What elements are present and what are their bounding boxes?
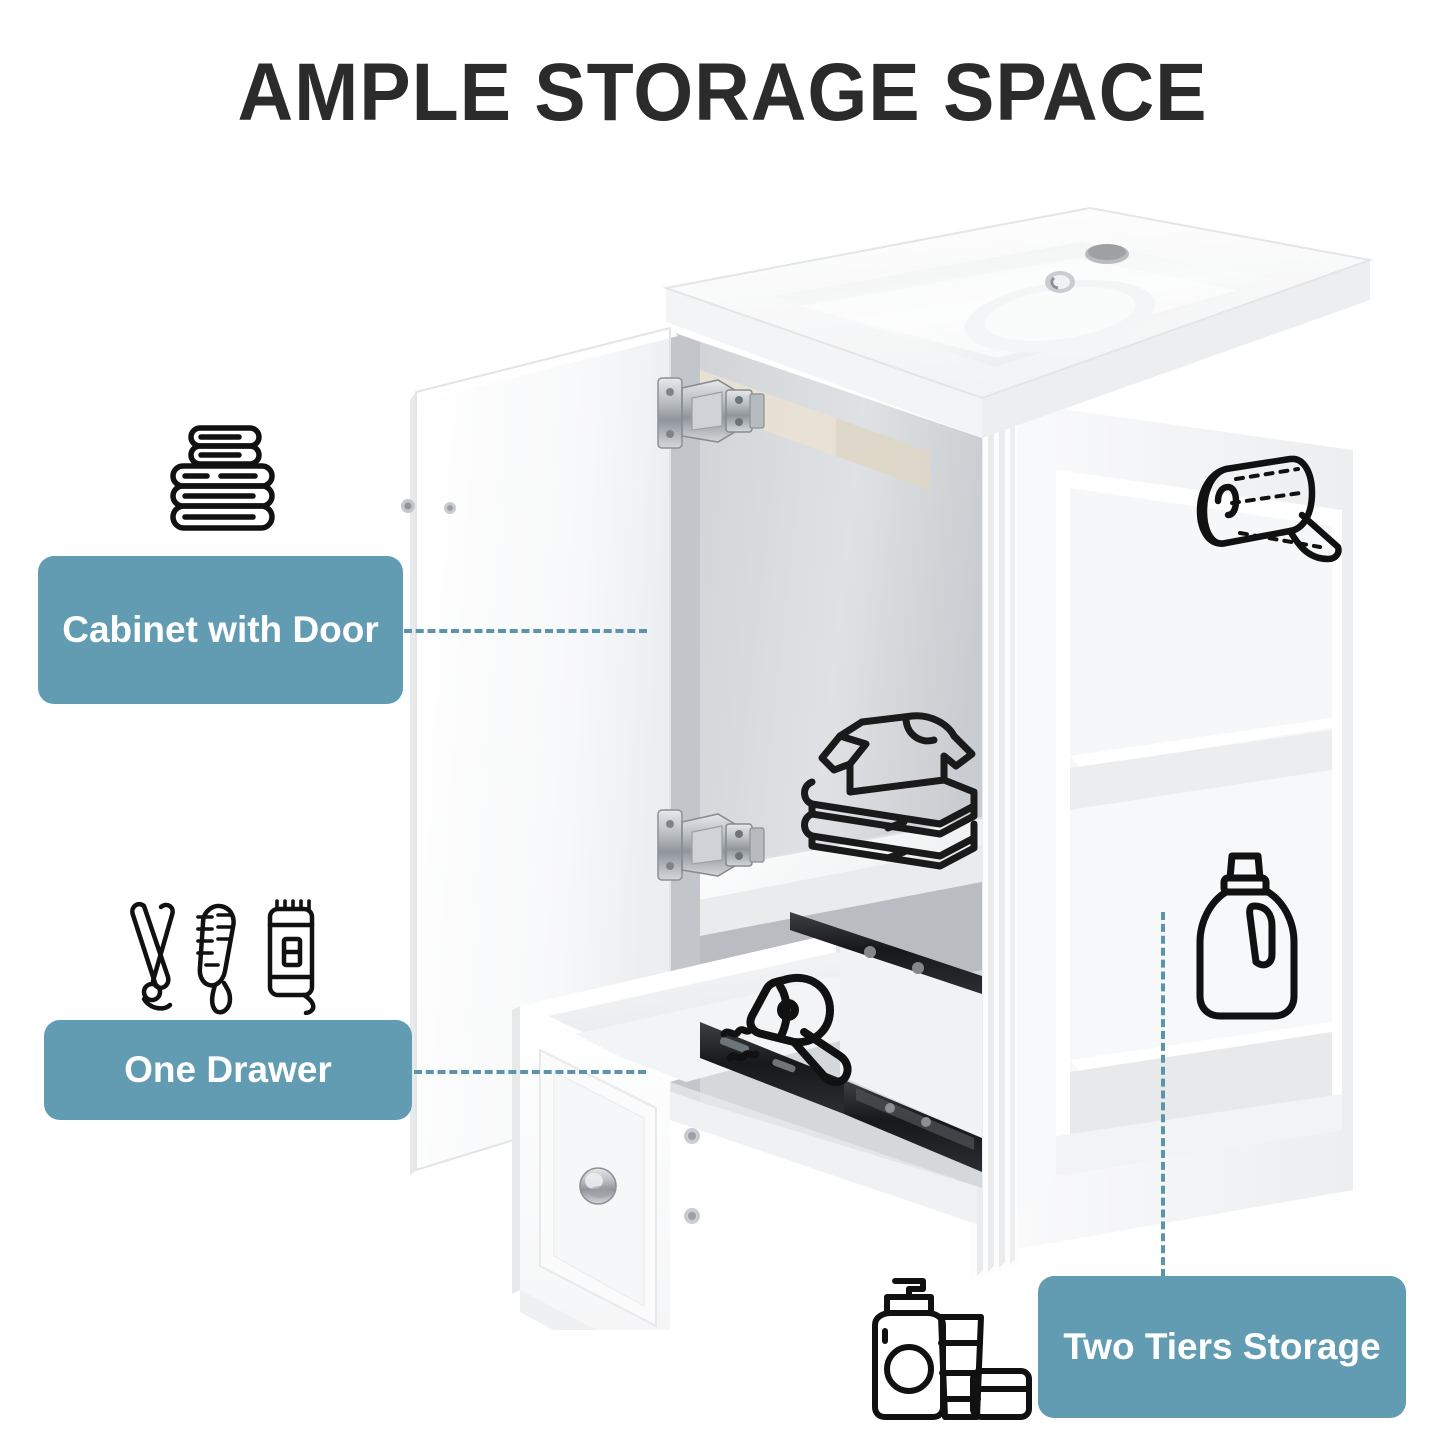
callout-one-drawer[interactable]: One Drawer <box>44 1020 412 1120</box>
callout-drawer-label: One Drawer <box>124 1049 332 1091</box>
grooming-tools-icon <box>120 893 322 1016</box>
connector-line-tiers <box>1161 912 1165 1277</box>
toilet-paper-roll-icon <box>1178 455 1346 567</box>
toiletries-icon <box>853 1275 1038 1435</box>
rolled-towels-icon <box>165 424 280 534</box>
callout-cabinet-label: Cabinet with Door <box>62 609 379 651</box>
hair-dryer-icon <box>718 972 868 1090</box>
callout-two-tiers-storage[interactable]: Two Tiers Storage <box>1038 1276 1406 1418</box>
connector-line-cabinet <box>404 629 647 633</box>
connector-line-drawer <box>414 1070 646 1074</box>
detergent-bottle-icon <box>1192 850 1310 1022</box>
folded-clothes-icon <box>788 710 988 870</box>
page-title: AMPLE STORAGE SPACE <box>237 47 1208 138</box>
callout-tiers-label: Two Tiers Storage <box>1063 1326 1381 1368</box>
callout-cabinet-with-door[interactable]: Cabinet with Door <box>38 556 403 704</box>
